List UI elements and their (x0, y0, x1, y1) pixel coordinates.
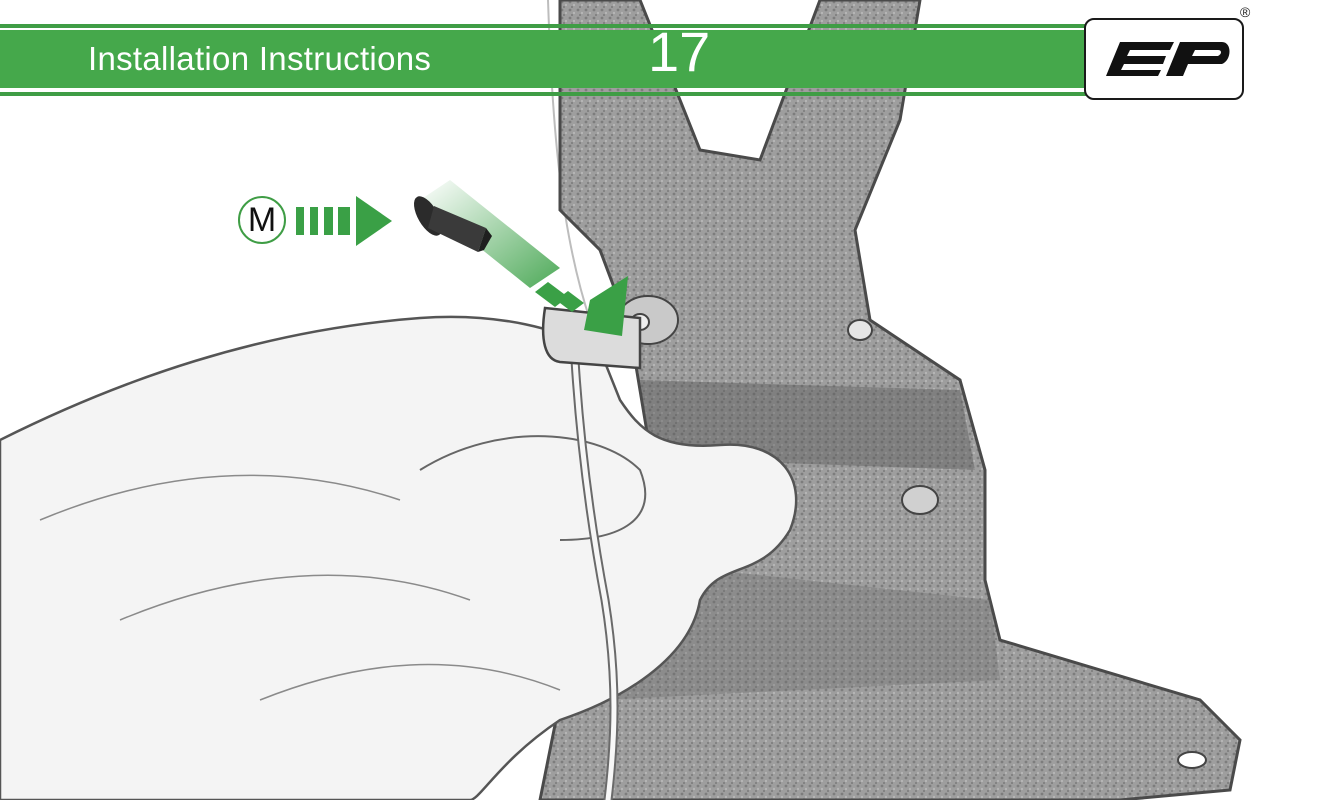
step-number: 17 (648, 24, 710, 80)
banner-top-line (0, 24, 1088, 28)
insert-arrow (296, 196, 392, 246)
page-title: Installation Instructions (88, 40, 431, 78)
part-label-m: M (238, 196, 286, 244)
ep-logo-icon (1084, 18, 1244, 100)
banner-bottom-line (0, 92, 1088, 96)
registered-mark: ® (1240, 4, 1250, 20)
